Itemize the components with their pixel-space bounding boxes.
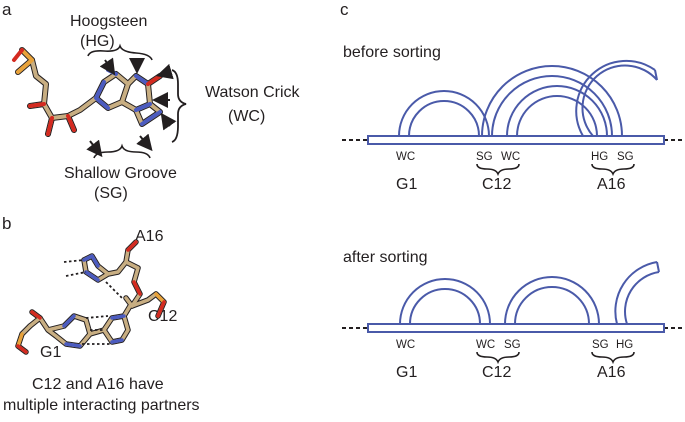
- after-sorting-diagram: after sorting WC WC SG SG HG G1 C12 A16: [342, 249, 684, 381]
- after-residue-c12: C12: [482, 364, 511, 381]
- before-residue-c12: C12: [482, 176, 511, 193]
- arc-g1-c12-outer: [398, 90, 490, 137]
- panel-a: a Hoogsteen (HG) Watson Crick (WC) Shall…: [2, 0, 301, 202]
- panel-a-label: a: [2, 0, 12, 19]
- wc-arrow-1: [156, 63, 174, 80]
- arc-c12-a16-inner: [514, 286, 590, 325]
- panel-c: c before sorting WC SG WC HG SG: [340, 0, 684, 381]
- shallow-groove-bracket: [93, 143, 151, 159]
- hg-arrow-1: [99, 57, 116, 76]
- arc-c12-a16-outer: [504, 276, 600, 325]
- arc-c12-a16b-outer: [506, 85, 608, 137]
- arc-g1-c12-outer: [399, 278, 491, 325]
- arc-a16-right-outer: [575, 59, 656, 137]
- after-edge-2: WC: [476, 339, 495, 351]
- strand-after: [367, 323, 665, 333]
- arc-a16-right-outer: [614, 261, 658, 325]
- before-sorting-title: before sorting: [343, 44, 441, 61]
- arc-c12-a16-inner: [491, 75, 613, 137]
- arc-g1-c12-inner: [409, 288, 481, 325]
- before-edge-5: SG: [617, 151, 634, 163]
- arc-c12-a16-outer: [481, 65, 623, 137]
- after-residue-a16: A16: [597, 364, 626, 381]
- edge-arrows: [86, 57, 177, 158]
- before-edge-1: WC: [396, 151, 415, 163]
- panel-b-label: b: [2, 214, 11, 233]
- before-brace-c12: [476, 163, 520, 177]
- guanosine-molecule: [12, 47, 163, 137]
- panel-c-label: c: [340, 0, 349, 19]
- after-edge-3: SG: [504, 339, 521, 351]
- residue-a16: A16: [135, 228, 164, 245]
- hoogsteen-bracket: [87, 43, 153, 61]
- residue-g1: G1: [40, 344, 61, 361]
- before-edge-3: WC: [501, 151, 520, 163]
- after-brace-a16: [591, 351, 635, 365]
- before-residue-a16: A16: [597, 176, 626, 193]
- panel-b: b A16 C12 G1 C12 and A16 have multiple i…: [2, 214, 200, 414]
- arc-c12-a16b-inner: [516, 95, 598, 137]
- after-residue-g1: G1: [396, 364, 417, 381]
- caption-line-2: multiple interacting partners: [3, 397, 200, 414]
- before-edge-2: SG: [476, 151, 493, 163]
- arc-g1-c12-inner: [408, 100, 480, 137]
- shallow-groove-abbr: (SG): [94, 185, 128, 202]
- arc-a16-right-inner: [581, 64, 658, 137]
- after-edge-4: SG: [592, 339, 609, 351]
- arc-a16-right-inner: [624, 271, 660, 325]
- strand-before: [367, 135, 665, 145]
- sg-arrow-2: [136, 133, 153, 152]
- triplet-molecule: [15, 239, 167, 355]
- watson-crick-bracket: [171, 69, 187, 143]
- caption-line-1: C12 and A16 have: [32, 376, 164, 393]
- before-sorting-diagram: before sorting WC SG WC HG SG G: [342, 44, 684, 193]
- before-edge-4: HG: [591, 151, 608, 163]
- after-edge-1: WC: [396, 339, 415, 351]
- arc-a16-right-cap: [654, 69, 658, 81]
- before-brace-a16: [591, 163, 635, 177]
- before-residue-g1: G1: [396, 176, 417, 193]
- watson-crick-abbr: (WC): [228, 108, 265, 125]
- residue-c12: C12: [148, 308, 177, 325]
- hoogsteen-abbr: (HG): [80, 33, 115, 50]
- arc-a16-right-cap: [656, 261, 660, 273]
- after-edge-5: HG: [616, 339, 633, 351]
- watson-crick-label: Watson Crick: [205, 84, 301, 101]
- sg-arrow-1: [86, 139, 103, 158]
- after-brace-c12: [476, 351, 520, 365]
- after-sorting-title: after sorting: [343, 249, 427, 266]
- wc-arrow-3: [160, 112, 177, 131]
- shallow-groove-label: Shallow Groove: [64, 165, 177, 182]
- hydrogen-bonds: [63, 259, 123, 345]
- hoogsteen-label: Hoogsteen: [70, 13, 147, 30]
